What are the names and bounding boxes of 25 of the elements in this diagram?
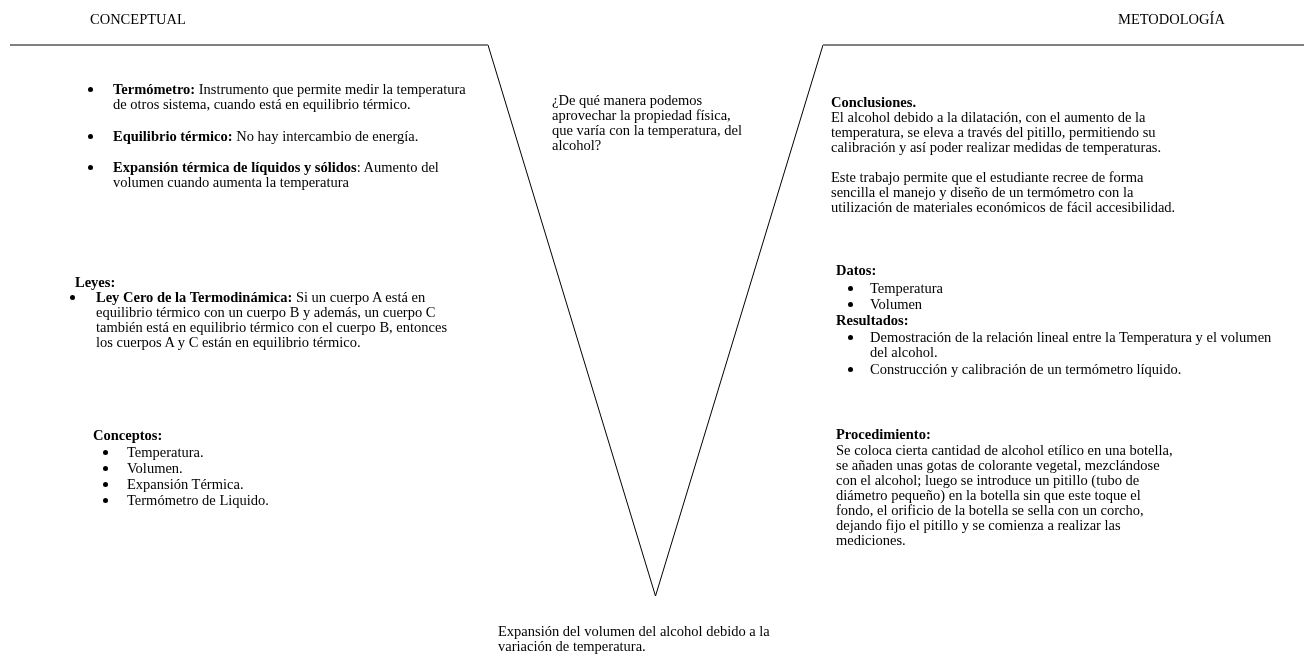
list-item: Expansión Térmica. <box>127 477 245 492</box>
section-heading: Leyes: <box>75 275 117 290</box>
column-heading: CONCEPTUAL <box>90 12 187 27</box>
column-heading: METODOLOGÍA <box>1118 12 1226 27</box>
focus-question: ¿De qué manera podemos aprovechar la propiedad física, que varía con la temperatura, del alcohol? <box>552 93 742 153</box>
paragraph: Se coloca cierta cantidad de alcohol etílico en una botella, se añaden unas gotas de colorante vegetal, mezclándose con el alcohol; luego se introduce un pitillo (tubo de diámetro pequeño) en la botella sin que este toque el fondo, el orificio de la botella se sella con un corcho, dejando fijo el pitillo y se comienza a realizar las mediciones. <box>836 443 1174 548</box>
section-heading: Conceptos: <box>93 428 164 443</box>
section-heading: Resultados: <box>836 313 910 328</box>
list-item: Temperatura <box>870 281 945 296</box>
list-item: Volumen. <box>127 461 184 476</box>
paragraph: Este trabajo permite que el estudiante recree de forma sencilla el manejo y diseño de un termómetro con la utilización de materiales económicos de fácil accesibilidad. <box>831 170 1177 215</box>
list-item: Demostración de la relación lineal entre la Temperatura y el volumen del alcohol. <box>870 330 1273 360</box>
paragraph: El alcohol debido a la dilatación, con el aumento de la temperatura, se eleva a través del pitillo, permitiendo su calibración y así poder realizar medidas de temperaturas. <box>831 110 1163 155</box>
law-text: Ley Cero de la Termodinámica: Si un cuerpo A está en equilibrio térmico con un cuerpo B y además, un cuerpo C también está en equilibrio térmico con el cuerpo B, entonces los cuerpos A y C están en equilibrio térmico. <box>96 290 449 350</box>
definition-text: Expansión térmica de líquidos y sólidos: Aumento del volumen cuando aumenta la temperatura <box>113 160 440 190</box>
list-item: Temperatura. <box>127 445 205 460</box>
definition-text: Equilibrio térmico: No hay intercambio de energía. <box>113 129 420 144</box>
list-item: Volumen <box>870 297 924 312</box>
list-item: Construcción y calibración de un termómetro líquido. <box>870 362 1183 377</box>
section-heading: Datos: <box>836 263 878 278</box>
section-heading: Procedimiento: <box>836 427 932 442</box>
section-heading: Conclusiones. <box>831 95 917 110</box>
definition-text: Termómetro: Instrumento que permite medir la temperatura de otros sistema, cuando está en equilibrio térmico. <box>113 82 467 112</box>
focus-event-text: Expansión del volumen del alcohol debido a la variación de temperatura. <box>498 624 771 654</box>
list-item: Termómetro de Liquido. <box>127 493 270 508</box>
